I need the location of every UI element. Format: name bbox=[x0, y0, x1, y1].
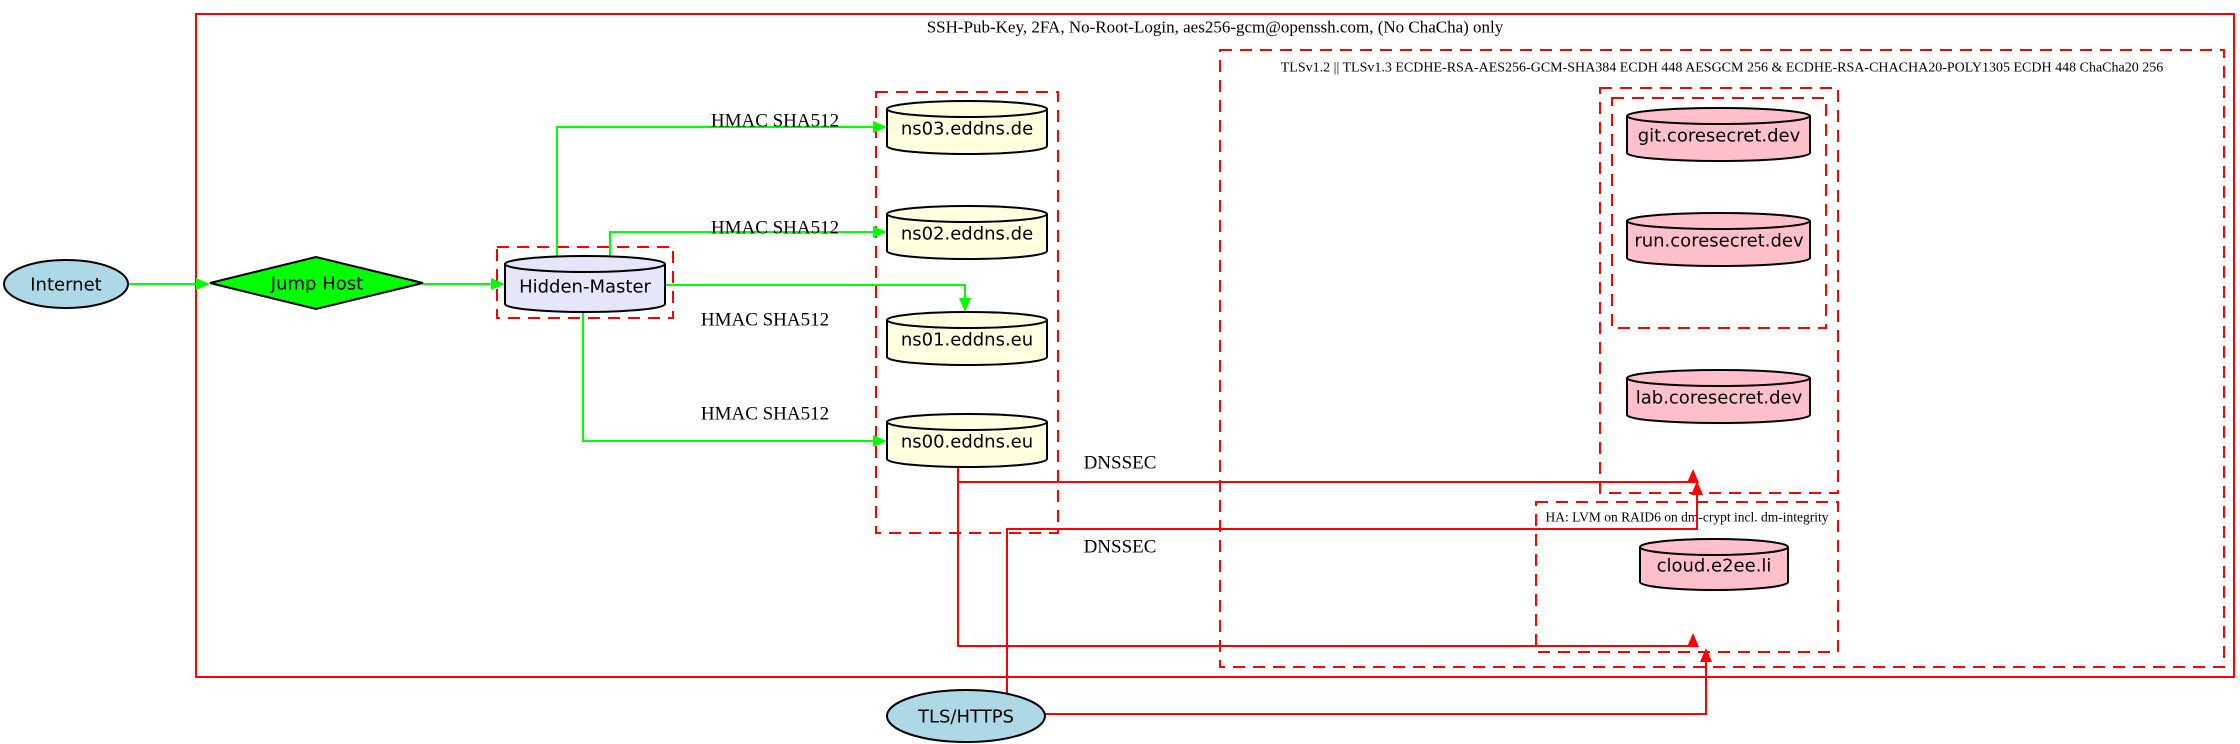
ns01-label: ns01.eddns.eu bbox=[901, 330, 1033, 351]
node-cloud: cloud.e2ee.li bbox=[1639, 538, 1789, 591]
hidden-master-label: Hidden-Master bbox=[519, 277, 651, 298]
ns01-cylinder-lid bbox=[886, 319, 1048, 329]
node-jump-host: Jump Host bbox=[209, 255, 424, 311]
git-cylinder bbox=[1626, 107, 1811, 162]
cluster-ssh-label: SSH-Pub-Key, 2FA, No-Root-Login, aes256-… bbox=[927, 18, 1504, 37]
run-label: run.coresecret.dev bbox=[1634, 231, 1804, 252]
jump-host-diamond bbox=[209, 255, 424, 311]
edge-label-hmac-ns01: HMAC SHA512 bbox=[701, 310, 829, 331]
ns03-cylinder-lid bbox=[886, 108, 1048, 118]
node-ns02: ns02.eddns.de bbox=[886, 205, 1048, 260]
arrowhead-jumphost-hiddenmaster bbox=[491, 278, 505, 290]
edge-hiddenmaster-ns00 bbox=[582, 310, 873, 442]
node-ns00: ns00.eddns.eu bbox=[886, 413, 1048, 468]
red-edges bbox=[957, 465, 1712, 715]
cluster-ha-box bbox=[1535, 501, 1839, 653]
arrowhead-hiddenmaster-ns01 bbox=[959, 298, 971, 312]
arrowhead-hiddenmaster-ns03 bbox=[873, 121, 887, 133]
run-cylinder-lid bbox=[1626, 220, 1811, 230]
lab-label: lab.coresecret.dev bbox=[1636, 388, 1803, 409]
node-git: git.coresecret.dev bbox=[1626, 107, 1811, 162]
cluster-ha-label: HA: LVM on RAID6 on dm-crypt incl. dm-in… bbox=[1546, 510, 1829, 525]
edge-hiddenmaster-ns01 bbox=[665, 284, 966, 298]
edge-label-dnssec-lower: DNSSEC bbox=[1084, 537, 1157, 558]
ns00-cylinder-lid bbox=[886, 421, 1048, 431]
arrowhead-tls-cloud bbox=[1700, 648, 1712, 662]
cluster-hidden-master-box bbox=[496, 246, 674, 319]
green-edges bbox=[128, 121, 971, 447]
edge-dnssec-cloud bbox=[957, 482, 1693, 647]
node-ns01: ns01.eddns.eu bbox=[886, 311, 1048, 366]
ns03-label: ns03.eddns.de bbox=[901, 119, 1033, 140]
ns02-cylinder-lid bbox=[886, 213, 1048, 223]
git-cylinder-lid bbox=[1626, 115, 1811, 125]
arrowhead-dnssec-coresecret bbox=[1687, 469, 1699, 483]
lab-cylinder bbox=[1626, 369, 1811, 424]
cluster-tls-label: TLSv1.2 || TLSv1.3 ECDHE-RSA-AES256-GCM-… bbox=[1281, 61, 2163, 76]
arrowhead-tls-coresecret bbox=[1691, 481, 1703, 495]
ns00-cylinder bbox=[886, 413, 1048, 468]
ns03-cylinder bbox=[886, 100, 1048, 155]
ns02-label: ns02.eddns.de bbox=[901, 224, 1033, 245]
node-lab: lab.coresecret.dev bbox=[1626, 369, 1811, 424]
node-ns03: ns03.eddns.de bbox=[886, 100, 1048, 155]
arrowhead-dnssec-cloud bbox=[1687, 633, 1699, 647]
cluster-ssh-box bbox=[195, 13, 2235, 678]
tls-https-label: TLS/HTTPS bbox=[917, 707, 1014, 728]
internet-label: Internet bbox=[30, 275, 101, 296]
cloud-cylinder-lid bbox=[1639, 546, 1789, 556]
edge-label-dnssec-upper: DNSSEC bbox=[1084, 453, 1157, 474]
git-label: git.coresecret.dev bbox=[1638, 126, 1801, 147]
edge-dnssec-coresecret bbox=[957, 465, 1693, 483]
edge-label-hmac-ns02: HMAC SHA512 bbox=[711, 218, 839, 239]
edge-tls-coresecret bbox=[1006, 495, 1698, 694]
hidden-master-cylinder-lid bbox=[504, 263, 666, 273]
cluster-nameservers-box bbox=[875, 91, 1059, 534]
lab-cylinder-lid bbox=[1626, 377, 1811, 387]
internet-ellipse bbox=[3, 259, 129, 309]
cluster-tls-box bbox=[1219, 49, 2225, 668]
arrowhead-internet-jumphost bbox=[196, 278, 210, 290]
cluster-coresecret-inner-box bbox=[1611, 97, 1827, 329]
node-run: run.coresecret.dev bbox=[1626, 212, 1811, 267]
ns01-cylinder bbox=[886, 311, 1048, 366]
cloud-label: cloud.e2ee.li bbox=[1657, 556, 1772, 577]
edge-hiddenmaster-ns02 bbox=[609, 231, 873, 258]
edge-labels: HMAC SHA512 HMAC SHA512 HMAC SHA512 HMAC… bbox=[701, 111, 1157, 558]
edge-tls-cloud bbox=[1043, 662, 1707, 715]
edge-label-hmac-ns00: HMAC SHA512 bbox=[701, 404, 829, 425]
tls-https-ellipse bbox=[886, 689, 1046, 743]
arrowhead-hiddenmaster-ns02 bbox=[873, 226, 887, 238]
cloud-cylinder bbox=[1639, 538, 1789, 591]
node-internet: Internet bbox=[3, 259, 129, 309]
run-cylinder bbox=[1626, 212, 1811, 267]
arrowhead-hiddenmaster-ns00 bbox=[873, 435, 887, 447]
ns00-label: ns00.eddns.eu bbox=[901, 432, 1033, 453]
node-hidden-master: Hidden-Master bbox=[504, 255, 666, 313]
ns02-cylinder bbox=[886, 205, 1048, 260]
edge-label-hmac-ns03: HMAC SHA512 bbox=[711, 111, 839, 132]
node-tls-https: TLS/HTTPS bbox=[886, 689, 1046, 743]
jump-host-label: Jump Host bbox=[270, 274, 363, 295]
cluster-coresecret-outer-box bbox=[1599, 87, 1839, 494]
edge-hiddenmaster-ns03 bbox=[556, 126, 873, 258]
